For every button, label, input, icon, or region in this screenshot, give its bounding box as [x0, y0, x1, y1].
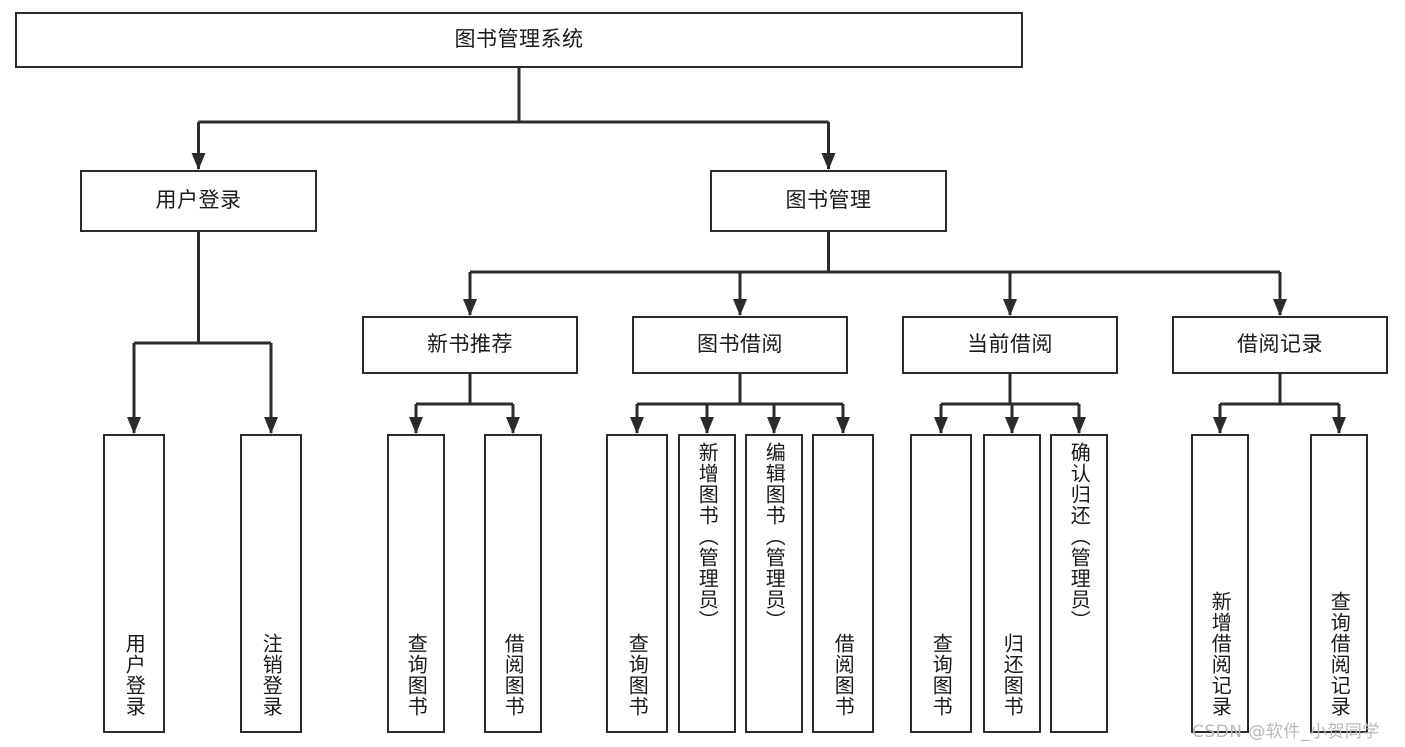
node-leaf-rec-add[interactable]: 新增借阅记录: [1191, 434, 1249, 733]
node-label: 归还图书: [1000, 633, 1025, 717]
node-l3-borrow[interactable]: 图书借阅: [632, 316, 848, 374]
node-label: 图书借阅: [697, 332, 783, 357]
node-leaf-bk-edit[interactable]: 编辑图书（管理员）: [745, 434, 803, 733]
node-root[interactable]: 图书管理系统: [15, 12, 1023, 68]
node-leaf-user-logout[interactable]: 注销登录: [240, 434, 302, 733]
node-label: 借阅图书: [831, 633, 856, 717]
node-label: 查询借阅记录: [1327, 591, 1352, 717]
node-leaf-bk-add[interactable]: 新增图书（管理员）: [678, 434, 736, 733]
node-leaf-rec-query[interactable]: 查询借阅记录: [1310, 434, 1368, 733]
node-leaf-bk-query[interactable]: 查询图书: [606, 434, 668, 733]
node-label: 图书管理系统: [454, 27, 584, 52]
node-label: 查询图书: [404, 633, 429, 717]
node-label: 编辑图书（管理员）: [762, 442, 787, 631]
node-label: 图书管理: [785, 188, 872, 213]
node-leaf-bk-borrow[interactable]: 借阅图书: [812, 434, 874, 733]
node-label: 新书推荐: [427, 332, 513, 357]
node-label: 借阅记录: [1237, 332, 1323, 357]
node-label: 查询图书: [625, 633, 650, 717]
node-l3-newbook[interactable]: 新书推荐: [362, 316, 578, 374]
node-leaf-cur-query[interactable]: 查询图书: [910, 434, 972, 733]
watermark: CSDN @软件_小贺同学: [1192, 722, 1380, 742]
node-label: 当前借阅: [967, 332, 1053, 357]
node-label: 借阅图书: [501, 633, 526, 717]
node-label: 用户登录: [122, 633, 147, 717]
node-label: 新增借阅记录: [1208, 591, 1233, 717]
node-leaf-new-borrow[interactable]: 借阅图书: [484, 434, 542, 733]
node-leaf-user-login[interactable]: 用户登录: [103, 434, 165, 733]
node-l2-user[interactable]: 用户登录: [80, 170, 317, 232]
node-leaf-cur-confirm[interactable]: 确认归还（管理员）: [1050, 434, 1108, 733]
node-l3-record[interactable]: 借阅记录: [1172, 316, 1388, 374]
node-label: 注销登录: [259, 633, 284, 717]
node-label: 新增图书（管理员）: [695, 442, 720, 631]
node-l3-current[interactable]: 当前借阅: [902, 316, 1118, 374]
node-label: 查询图书: [929, 633, 954, 717]
node-leaf-new-query[interactable]: 查询图书: [387, 434, 445, 733]
node-l2-book[interactable]: 图书管理: [710, 170, 947, 232]
node-label: 用户登录: [155, 188, 242, 213]
node-leaf-cur-return[interactable]: 归还图书: [983, 434, 1041, 733]
node-label: 确认归还（管理员）: [1067, 442, 1092, 631]
